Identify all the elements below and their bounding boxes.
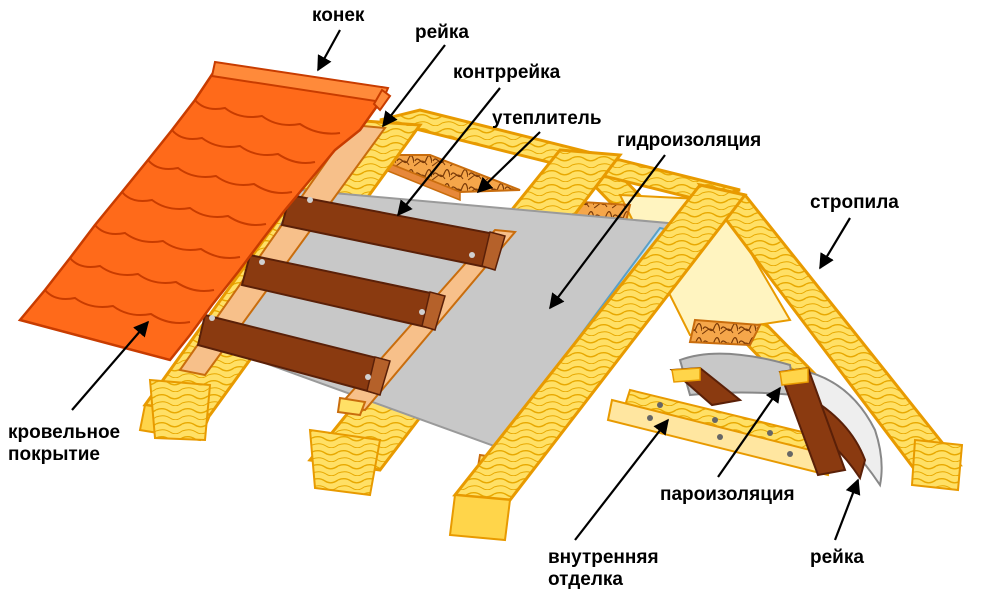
label-waterproofing: гидроизоляция xyxy=(617,130,762,151)
arrow-vapor-barrier xyxy=(717,386,781,478)
leader-arrows xyxy=(71,29,861,541)
label-counter-batten: контррейка xyxy=(453,62,561,83)
roof-covering-tiles xyxy=(17,60,392,362)
gable-rafters xyxy=(448,182,964,542)
arrow-roof-covering xyxy=(71,320,150,411)
label-roof-covering: кровельное покрытие xyxy=(8,422,121,465)
label-ridge: конек xyxy=(312,5,365,26)
arrow-insulation xyxy=(476,131,541,194)
arrow-waterproofing xyxy=(549,154,666,310)
label-rafters: стропила xyxy=(810,192,899,213)
arrow-rafters xyxy=(819,217,851,270)
label-insulation: утеплитель xyxy=(492,108,602,129)
arrow-batten-bottom xyxy=(833,478,861,541)
arrow-counter-batten xyxy=(397,87,501,217)
label-batten-bottom: рейка xyxy=(810,547,864,568)
label-batten-top: рейка xyxy=(415,22,469,43)
arrow-interior-finish xyxy=(574,418,669,541)
lower-battens xyxy=(669,366,847,477)
arrow-batten-top xyxy=(382,44,446,128)
label-interior-finish: внутренняя отделка xyxy=(548,547,659,590)
label-vapor-barrier: пароизоляция xyxy=(660,484,795,505)
arrow-ridge xyxy=(317,29,341,72)
battens xyxy=(196,193,506,396)
